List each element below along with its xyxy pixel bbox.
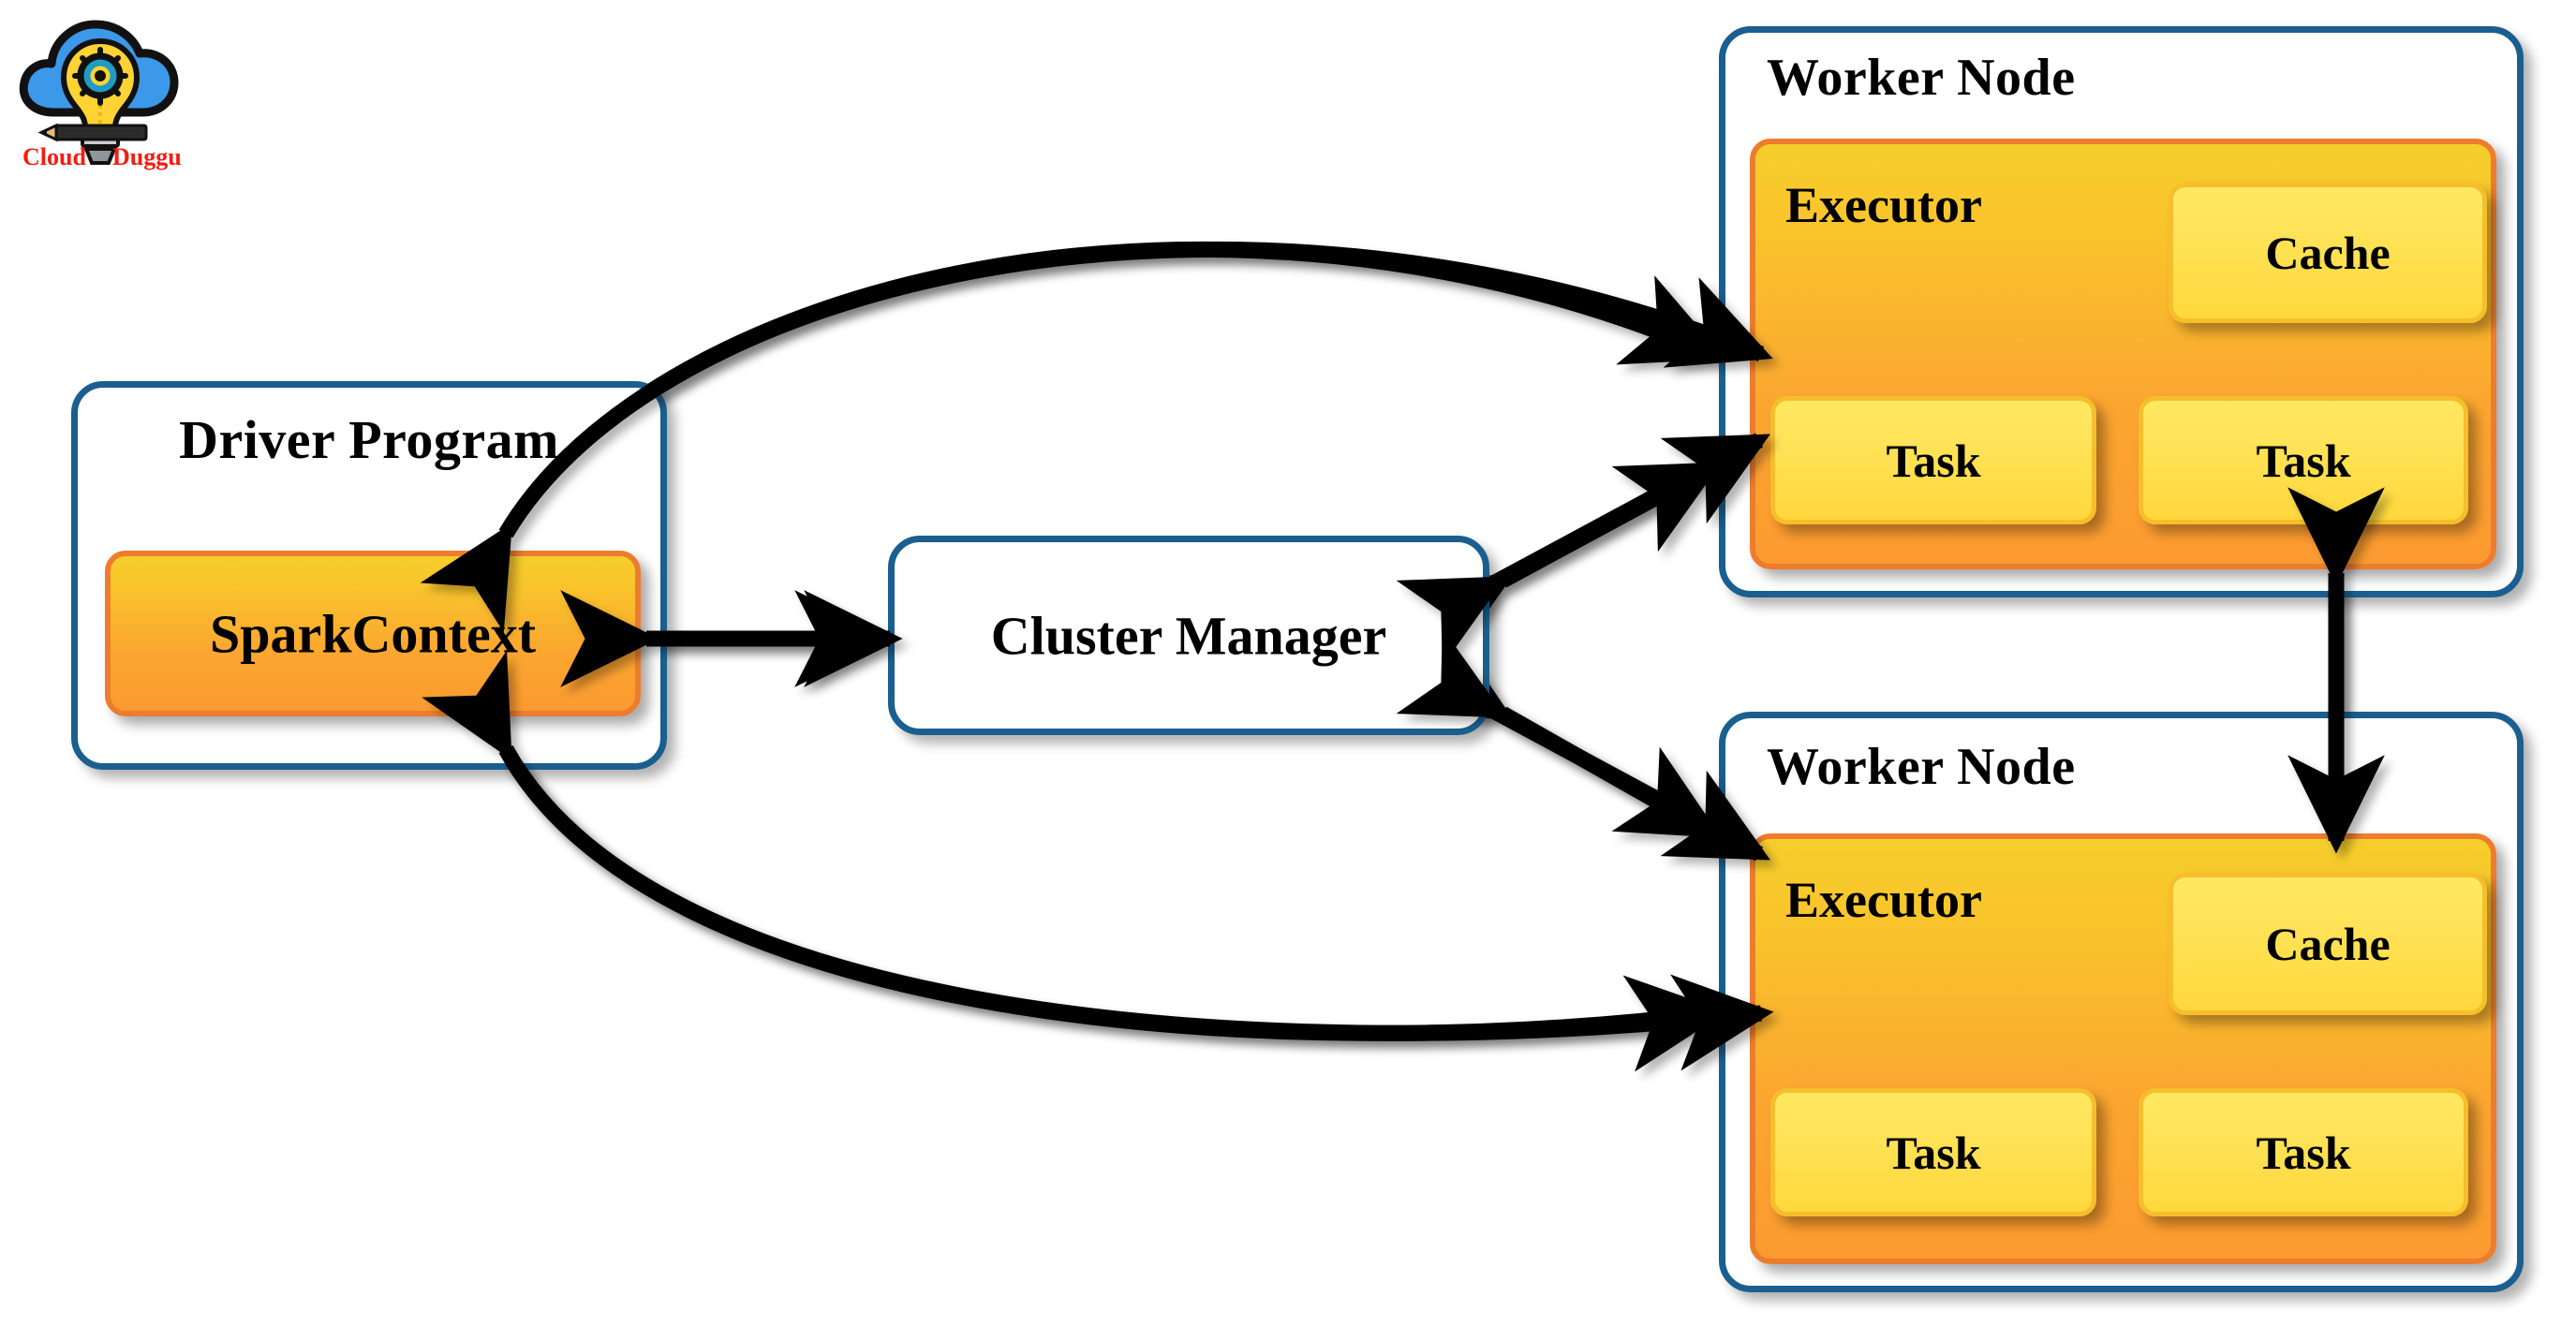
worker-node-1-task-1-box[interactable]: Task [1770, 396, 2096, 524]
logo-text-right: Duggu [112, 143, 182, 170]
worker-node-2-task-1-label: Task [1886, 1126, 1981, 1179]
worker-node-1-executor-label: Executor [1785, 177, 1982, 233]
sparkcontext-box[interactable]: SparkContext [105, 551, 641, 716]
worker-node-2-task-1-box[interactable]: Task [1770, 1088, 2096, 1216]
worker-node-2-cache-label: Cache [2265, 918, 2391, 970]
connector-sparkcontext-worker-2-tip [422, 650, 1774, 1071]
worker-node-2-cache-box[interactable]: Cache [2169, 873, 2487, 1015]
gear-icon [72, 47, 128, 106]
worker-node-2-title: Worker Node [1767, 738, 2076, 796]
worker-node-1-cache-box[interactable]: Cache [2169, 183, 2487, 323]
logo-text-left: Cloud [22, 143, 86, 170]
connector-clustermanager-worker-2 [1403, 628, 1722, 839]
sparkcontext-label: SparkContext [209, 603, 537, 664]
worker-node-2-executor-label: Executor [1785, 872, 1982, 928]
cluster-manager-box[interactable]: Cluster Manager [888, 536, 1489, 735]
connector-sparkcontext-worker-1-tip [420, 241, 1773, 633]
worker-node-1-title: Worker Node [1767, 49, 2076, 107]
worker-node-1-cache-label: Cache [2265, 227, 2391, 279]
worker-node-2-task-2-label: Task [2256, 1126, 2351, 1179]
driver-program-title: Driver Program [179, 409, 559, 470]
cluster-manager-title: Cluster Manager [990, 605, 1387, 666]
pencil-icon [37, 123, 148, 142]
connector-sparkcontext-worker-1 [420, 241, 1726, 633]
worker-node-2-task-2-box[interactable]: Task [2139, 1088, 2468, 1216]
connector-sparkcontext-worker-2 [422, 650, 1727, 1072]
worker-node-1-task-1-label: Task [1886, 434, 1981, 487]
cloudduggu-logo: Cloud Duggu [11, 7, 189, 176]
worker-node-1-task-2-label: Task [2256, 434, 2351, 487]
worker-node-1-task-2-box[interactable]: Task [2139, 396, 2468, 524]
connector-clustermanager-worker-1 [1403, 461, 1722, 665]
